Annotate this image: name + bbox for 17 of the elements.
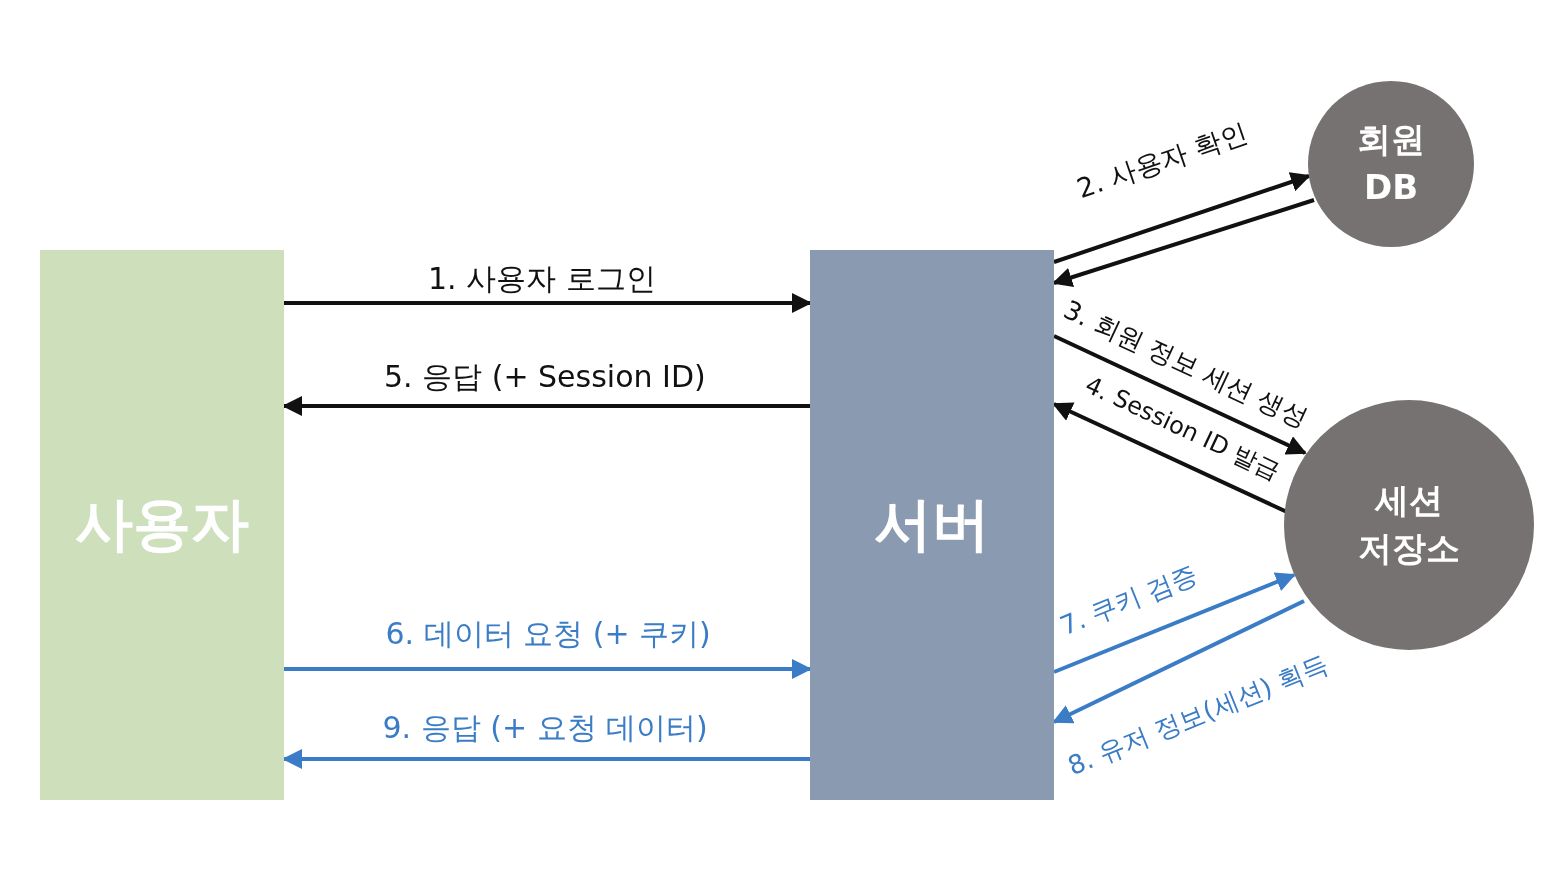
arrow [1053, 172, 1311, 264]
edge-label: 5. 응답 (+ Session ID) [384, 362, 706, 392]
user-box [40, 250, 284, 800]
server-box [810, 250, 1054, 800]
edge-label: 1. 사용자 로그인 [428, 264, 656, 294]
edge-label: 9. 응답 (+ 요청 데이터) [382, 713, 708, 743]
arrow [1053, 572, 1296, 674]
edge-label: 7. 쿠키 검증 [1055, 560, 1201, 640]
node-label: 세션 저장소 [1357, 479, 1461, 570]
arrow [284, 659, 812, 679]
edge-label: 2. 사용자 확인 [1073, 118, 1251, 202]
node-label: 회원 DB [1356, 118, 1426, 209]
arrow [1053, 334, 1307, 455]
node-label: 사용자 [75, 489, 249, 561]
edge-label: 6. 데이터 요청 (+ 쿠키) [385, 619, 711, 649]
node-label: 서버 [874, 489, 990, 561]
arrow [284, 293, 812, 313]
